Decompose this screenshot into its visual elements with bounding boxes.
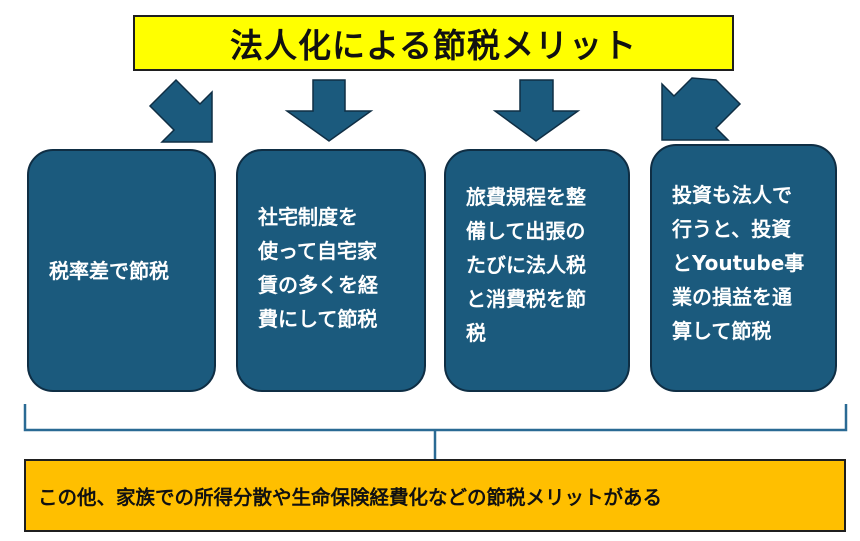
arrow-1: [148, 78, 213, 143]
arrow-4: [661, 77, 742, 141]
other-benefits-banner: この他、家族での所得分散や生命保険経費化などの節税メリットがある: [24, 459, 846, 532]
card-text: 旅費規程を整 備して出張の たびに法人税 と消費税を節 税: [466, 185, 586, 345]
card-company-housing: 社宅制度を 使って自宅家 賃の多くを経 費にして節税: [236, 149, 426, 392]
arrow-2: [284, 79, 374, 142]
grouping-bracket: [23, 404, 848, 459]
card-travel-rules: 旅費規程を整 備して出張の たびに法人税 と消費税を節 税: [444, 149, 630, 392]
card-investment: 投資も法人で 行うと、投資 とYoutube事 業の損益を通 算して節税: [650, 144, 837, 392]
arrow-3: [492, 79, 581, 142]
card-text: 投資も法人で 行うと、投資 とYoutube事 業の損益を通 算して節税: [672, 183, 805, 343]
title-banner: 法人化による節税メリット: [133, 15, 734, 71]
card-text: 税率差で節税: [49, 258, 169, 283]
card-text: 社宅制度を 使って自宅家 賃の多くを経 費にして節税: [258, 205, 378, 331]
card-tax-rate: 税率差で節税: [27, 149, 216, 392]
diagram-title: 法人化による節税メリット: [229, 26, 637, 65]
other-benefits-text: この他、家族での所得分散や生命保険経費化などの節税メリットがある: [38, 486, 663, 509]
